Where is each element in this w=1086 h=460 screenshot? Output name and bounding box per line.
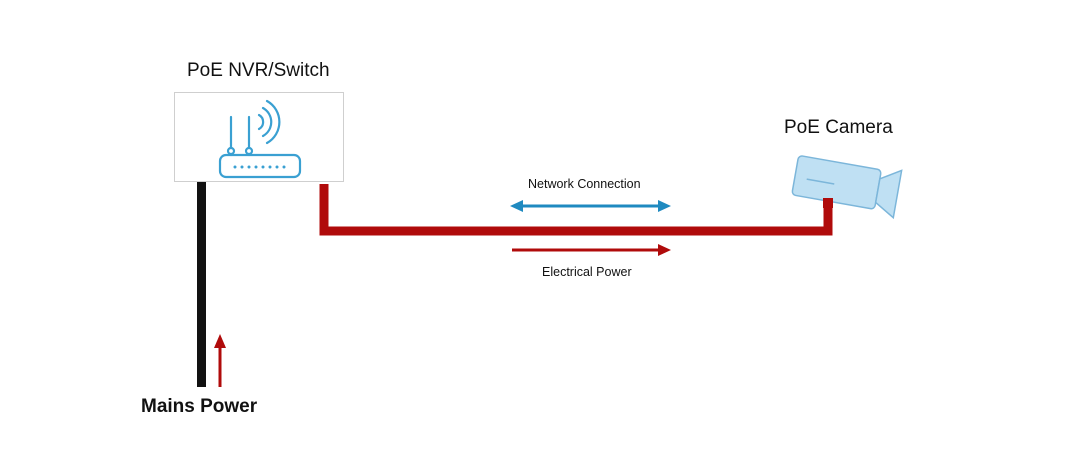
power-arrowhead: [658, 244, 671, 256]
network-connection-label: Network Connection: [528, 177, 641, 191]
switch-title: PoE NVR/Switch: [187, 60, 330, 81]
camera-icon: [791, 155, 903, 220]
switch-box: [174, 92, 344, 182]
camera-title: PoE Camera: [784, 117, 893, 138]
mains-power-arrowhead: [214, 334, 226, 348]
network-arrowhead-right: [658, 200, 671, 212]
mains-cable: [197, 181, 206, 387]
electrical-power-label: Electrical Power: [542, 265, 632, 279]
mains-power-label: Mains Power: [141, 396, 258, 417]
network-arrowhead-left: [510, 200, 523, 212]
router-icon: [218, 99, 302, 179]
camera-mount: [823, 198, 833, 208]
poe-cable: [319, 184, 833, 236]
